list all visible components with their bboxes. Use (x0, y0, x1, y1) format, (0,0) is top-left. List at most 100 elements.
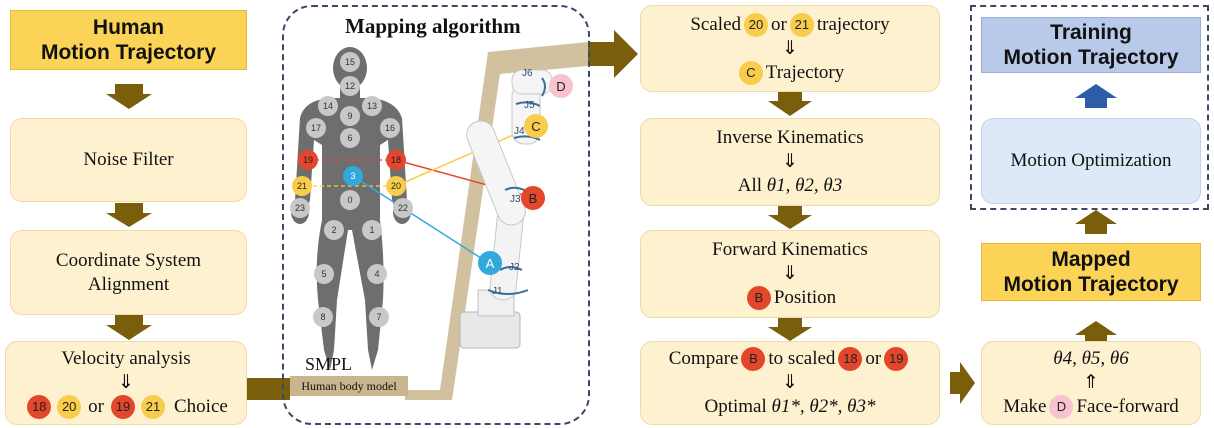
mapping-title: Mapping algorithm (345, 14, 521, 38)
joint-23: 23 (290, 198, 310, 218)
vel-choice-row: 18 20 or 19 21 Choice (24, 395, 228, 419)
mapping-panel (282, 5, 590, 425)
robot-point-b: B (521, 186, 545, 210)
joint-9: 9 (340, 106, 360, 126)
scaled-pre: Scaled (690, 13, 742, 35)
scaled-post: trajectory (816, 13, 890, 35)
smpl-sub-label: Human body model (290, 376, 408, 396)
joint-21: 21 (292, 176, 312, 196)
final-arrow: ⇑ (1083, 372, 1099, 393)
face-forward-box: θ4, θ5, θ6 ⇑ Make D Face-forward (981, 341, 1201, 425)
training-trajectory-box: Training Motion Trajectory (981, 17, 1201, 73)
ik-arrow: ⇓ (782, 151, 798, 172)
robot-j4: J4 (514, 126, 525, 137)
joint-14: 14 (318, 96, 338, 116)
arrow-down-r3 (768, 318, 812, 341)
fk-label: Forward Kinematics (712, 239, 868, 260)
joint-7: 7 (369, 307, 389, 327)
cmp-badge-b: B (741, 347, 766, 371)
scaled-trajectory-box: Scaled 20 or 21 trajectory ⇓ C Trajector… (640, 5, 940, 92)
scaled-badge-21: 21 (789, 12, 814, 37)
noise-filter-label: Noise Filter (83, 149, 174, 170)
cmp-or: or (865, 348, 882, 369)
compare-box: Compare B to scaled 18 or 19 ⇓ Optimal θ… (640, 341, 940, 425)
badge-20: 20 (57, 395, 82, 419)
ik-all: All (737, 175, 763, 196)
arrow-down-r2 (768, 206, 812, 229)
badge-19: 19 (111, 395, 135, 419)
joint-17: 17 (306, 118, 326, 138)
ik-theta: θ1, θ2, θ3 (766, 175, 843, 196)
cmp-badge-18: 18 (838, 347, 863, 371)
final-face: Face-forward (1076, 396, 1179, 417)
robot-point-d: D (549, 74, 573, 98)
scaled-traj: Trajectory (765, 61, 845, 83)
vel-line1: Velocity analysis (61, 348, 191, 369)
cmp-badge-19: 19 (884, 347, 909, 371)
scaled-arrow: ⇓ (782, 37, 798, 59)
forward-kinematics-box: Forward Kinematics ⇓ B Position (640, 230, 940, 318)
arrow-down-2 (106, 203, 152, 227)
robot-j5: J5 (524, 100, 535, 111)
arrow-right-vel (246, 378, 290, 400)
training-line2: Motion Trajectory (1003, 46, 1179, 69)
scaled-badge-20: 20 (744, 12, 769, 37)
joint-8: 8 (313, 307, 333, 327)
fk-badge-b: B (746, 286, 771, 310)
cmp-row2: Optimal θ1*, θ2*, θ3* (704, 395, 875, 419)
robot-j2: J2 (509, 262, 520, 273)
mapped-line1: Mapped (1051, 248, 1131, 271)
cmp-mid: to scaled (768, 348, 836, 369)
ik-label: Inverse Kinematics (716, 127, 864, 148)
joint-1: 1 (362, 220, 382, 240)
joint-20: 20 (386, 176, 406, 196)
human-motion-trajectory-box: Human Motion Trajectory (10, 10, 247, 70)
fk-pos: Position (773, 287, 837, 308)
joint-16: 16 (380, 118, 400, 138)
final-row: Make D Face-forward (1003, 395, 1179, 419)
scaled-row1: Scaled 20 or 21 trajectory (690, 12, 890, 37)
mapped-line2: Motion Trajectory (1003, 273, 1179, 296)
fk-row: B Position (744, 286, 836, 310)
joint-6: 6 (340, 128, 360, 148)
badge-18: 18 (27, 395, 52, 419)
arrow-right-cmp (950, 362, 975, 404)
coord-line1: Coordinate System (55, 249, 202, 271)
motion-optimization-box: Motion Optimization (981, 118, 1201, 204)
arrow-up-f1 (1075, 321, 1117, 345)
robot-j6: J6 (522, 68, 533, 79)
arrow-down-r1 (768, 92, 812, 116)
arrow-down-1 (106, 84, 152, 109)
final-theta: θ4, θ5, θ6 (1053, 348, 1129, 369)
line-3-A (352, 175, 488, 263)
scaled-badge-c: C (738, 60, 763, 85)
fk-arrow: ⇓ (782, 263, 798, 284)
cmp-theta: θ1*, θ2*, θ3* (771, 396, 876, 417)
arrow-up-blue (1075, 84, 1117, 108)
human-title-line2: Motion Trajectory (40, 41, 217, 64)
mapped-trajectory-box: Mapped Motion Trajectory (981, 243, 1201, 301)
arrow-down-3 (106, 315, 152, 340)
joint-12: 12 (340, 76, 360, 96)
coordinate-alignment-box: Coordinate System Alignment (10, 230, 247, 315)
robot-arm (459, 69, 553, 349)
arrow-up-f2 (1075, 210, 1117, 234)
vel-choice: Choice (174, 396, 228, 417)
vel-arrow: ⇓ (118, 372, 134, 393)
human-title-line1: Human (92, 16, 165, 39)
scaled-row2: C Trajectory (736, 60, 845, 85)
robot-point-a: A (478, 251, 502, 275)
joint-18: 18 (386, 150, 406, 170)
badge-21: 21 (141, 395, 165, 419)
robot-point-c: C (524, 114, 548, 138)
cmp-arrow: ⇓ (782, 372, 798, 393)
smpl-label: SMPL (305, 354, 353, 374)
cmp-opt: Optimal (704, 396, 767, 417)
noise-filter-box: Noise Filter (10, 118, 247, 202)
joint-15: 15 (340, 52, 360, 72)
robot-j1: J1 (492, 286, 503, 297)
final-badge-d: D (1049, 395, 1074, 419)
coord-line2: Alignment (87, 273, 170, 295)
